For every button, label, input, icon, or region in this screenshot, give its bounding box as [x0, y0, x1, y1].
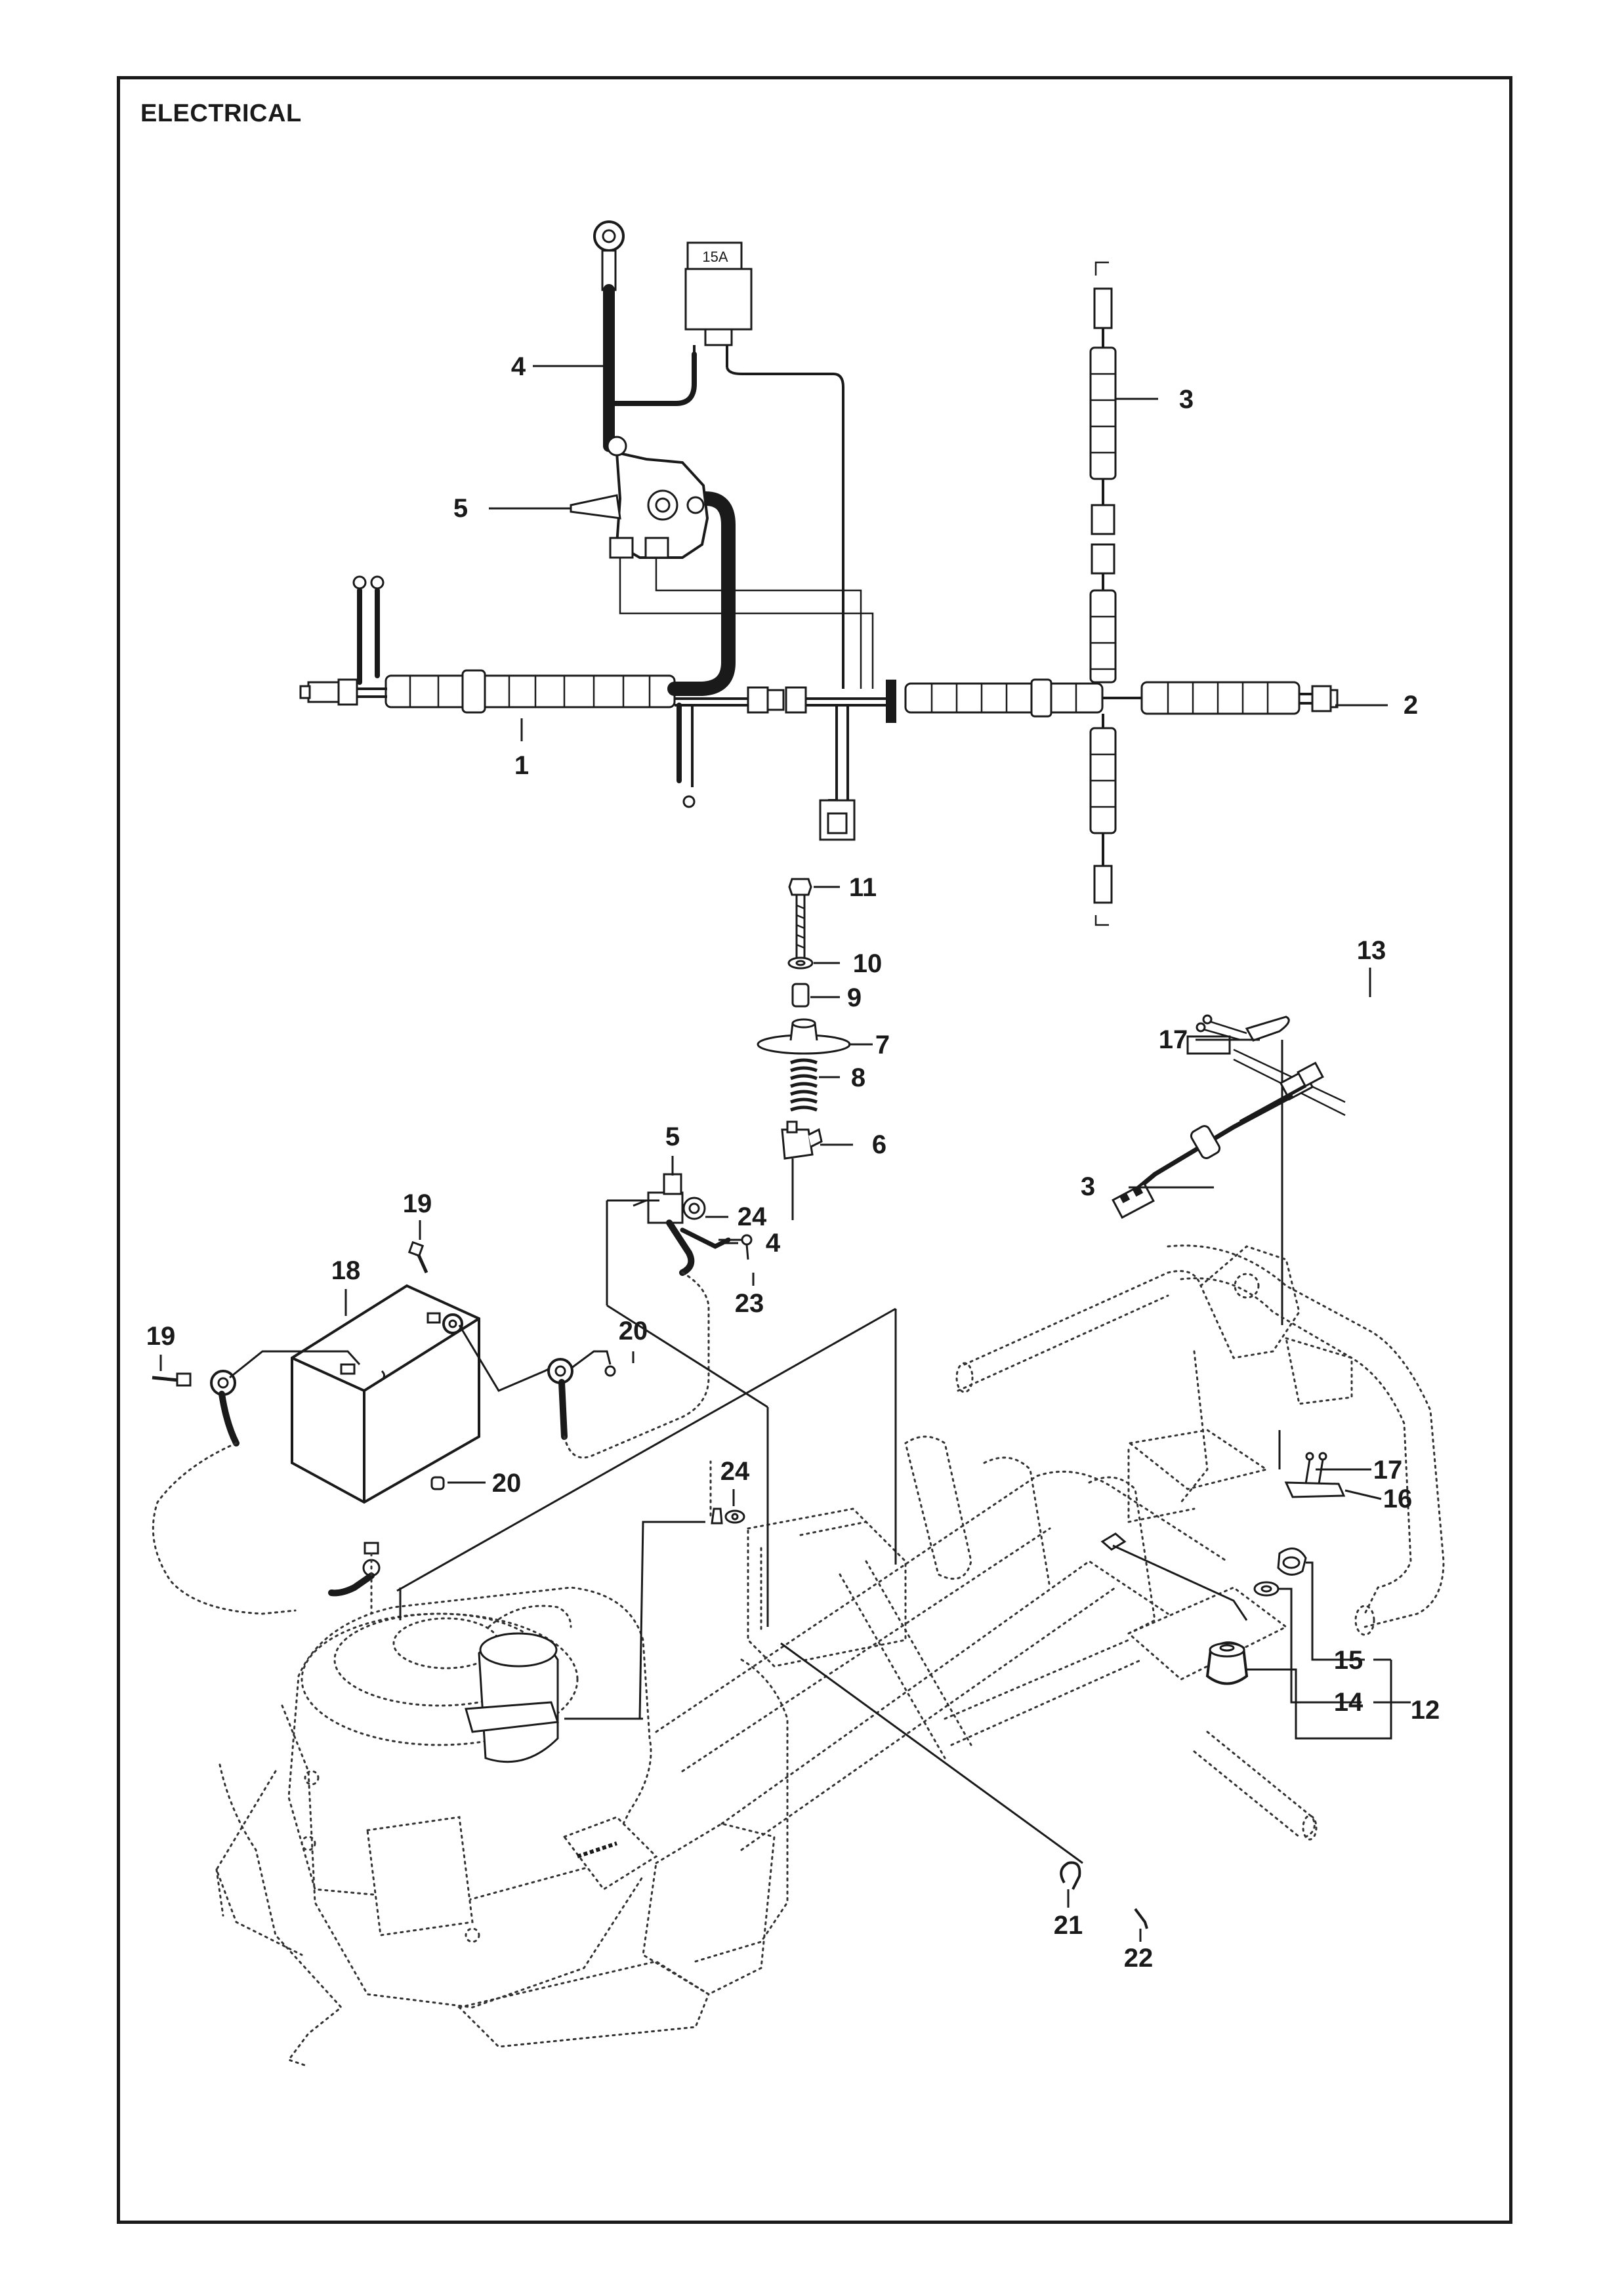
callout-12: 12: [1411, 1696, 1440, 1725]
callout-17-upper: 17: [1159, 1025, 1188, 1054]
engine: [215, 1586, 658, 2068]
callout-24-lower: 24: [720, 1457, 750, 1486]
callout-22: 22: [1124, 1944, 1154, 1973]
callout-3-top: 3: [1179, 385, 1194, 414]
harness-3-lower: [1112, 1061, 1324, 1219]
callout-19-right: 19: [403, 1189, 432, 1218]
callout-9: 9: [847, 983, 862, 1012]
wiring-harness: 15A: [299, 220, 1339, 926]
callout-1: 1: [514, 751, 529, 780]
switch-mounts: [1100, 1429, 1346, 1621]
callout-21: 21: [1054, 1911, 1083, 1940]
callout-18: 18: [331, 1256, 361, 1285]
callout-24-upper: 24: [738, 1202, 767, 1231]
spacer-9: [791, 983, 810, 1008]
battery-cable-4: [593, 220, 697, 452]
seat-switch-assembly: [757, 878, 851, 1220]
leader-lines: [159, 365, 1411, 1942]
callout-8: 8: [851, 1063, 865, 1092]
callout-labels: 4 5 3 2 1 11 10 9 7 8 6 5 24 4 23 13 17 …: [146, 352, 1440, 1973]
callout-16: 16: [1383, 1485, 1413, 1513]
callout-23: 23: [735, 1289, 764, 1318]
callout-19-left: 19: [146, 1322, 176, 1351]
battery-cables: [152, 1240, 710, 1641]
seat-cushion-7: [757, 1018, 851, 1055]
callout-5-lower: 5: [665, 1122, 680, 1151]
callout-2: 2: [1404, 691, 1418, 720]
harness-main-left: [299, 575, 696, 808]
diagram-frame: [117, 76, 1512, 2224]
callout-7: 7: [875, 1031, 890, 1059]
bolt-11: [788, 878, 812, 962]
callout-17-lower: 17: [1373, 1456, 1403, 1485]
callout-4-lower: 4: [766, 1229, 781, 1258]
callout-20-lower: 20: [492, 1469, 522, 1498]
callout-6: 6: [872, 1130, 886, 1159]
fuse-holder: 15A: [684, 241, 844, 689]
callout-10: 10: [853, 949, 883, 978]
battery: [291, 1284, 480, 1504]
page-title: ELECTRICAL: [140, 100, 302, 127]
harness-vertical: [1089, 261, 1117, 926]
fuse-rating: 15A: [702, 249, 728, 265]
callout-4-top: 4: [511, 352, 526, 381]
callout-5-top: 5: [453, 494, 468, 523]
callout-13: 13: [1357, 936, 1386, 965]
callout-20-upper: 20: [619, 1317, 648, 1345]
solenoid-installed: [606, 1173, 753, 1305]
cable-clamp: [1060, 1861, 1148, 1929]
harness-center: [675, 680, 896, 841]
callout-11: 11: [849, 873, 877, 902]
callout-3-lower: 3: [1081, 1172, 1095, 1201]
callout-14: 14: [1334, 1688, 1364, 1717]
callout-15: 15: [1334, 1646, 1364, 1675]
solenoid: [570, 436, 874, 689]
seat-switch-6: [781, 1120, 823, 1220]
spring-8: [790, 1058, 818, 1112]
pto-switch-assembly: [1186, 1014, 1346, 1325]
chassis-frame: [457, 1244, 1445, 2048]
hour-meter: [1205, 1548, 1307, 1685]
harness-right: [904, 678, 1339, 718]
